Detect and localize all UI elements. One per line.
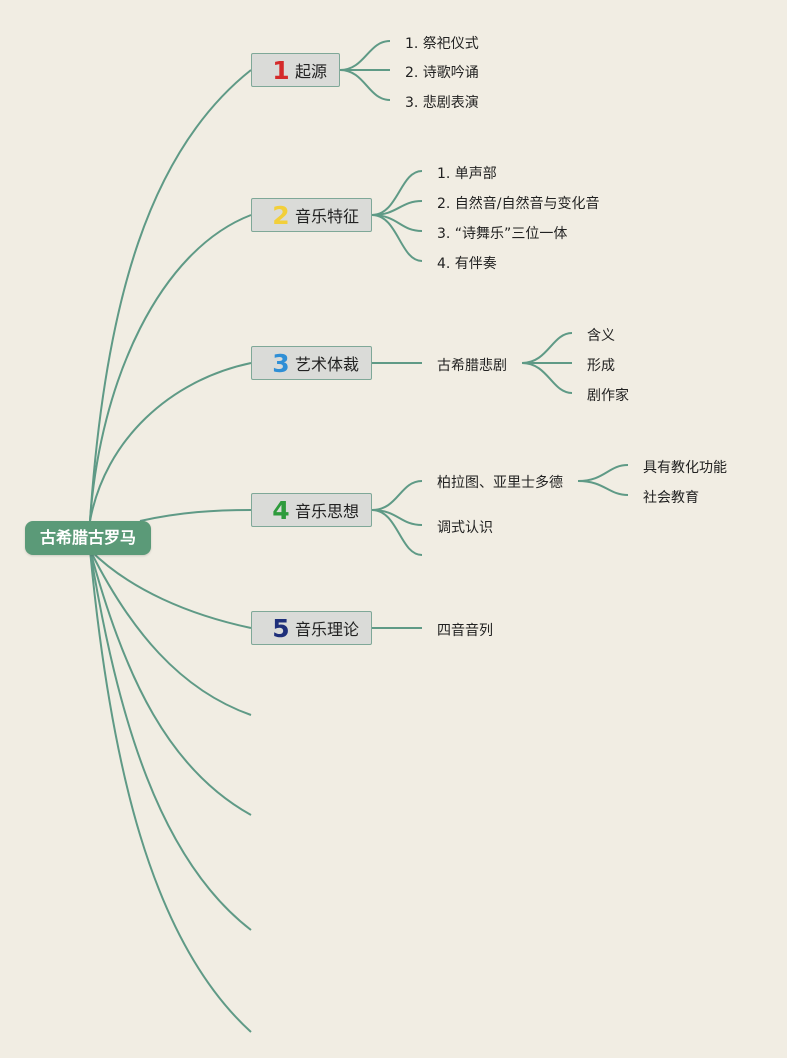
- number-5-badge: 5: [272, 613, 290, 643]
- link-b1-c1: [339, 40, 391, 71]
- link-root-branch-3: [89, 362, 252, 522]
- link-root-branch-5: [89, 549, 252, 629]
- branch-2-child-4[interactable]: 4. 有伴奏: [437, 256, 497, 272]
- branch-4-child-1[interactable]: 柏拉图、亚里士多德: [437, 475, 563, 491]
- link-root-empty-1: [89, 549, 252, 716]
- branch-4-grandchild-2[interactable]: 社会教育: [643, 490, 699, 506]
- link-b2-c4: [371, 214, 423, 262]
- link-root-branch-4: [139, 509, 252, 522]
- branch-1-child-3[interactable]: 3. 悲剧表演: [405, 95, 479, 111]
- branch-2-child-1[interactable]: 1. 单声部: [437, 166, 497, 182]
- branch-3-child-1[interactable]: 古希腊悲剧: [437, 358, 507, 374]
- link-b3-gc1: [521, 332, 573, 364]
- link-b4-c1: [371, 480, 423, 511]
- number-2-badge: 2: [272, 200, 290, 230]
- branch-4-grandchild-1[interactable]: 具有教化功能: [643, 460, 727, 476]
- branch-2-child-3[interactable]: 3. “诗舞乐”三位一体: [437, 226, 568, 242]
- branch-3-grandchild-2[interactable]: 形成: [587, 358, 615, 374]
- branch-2-child-2[interactable]: 2. 自然音/自然音与变化音: [437, 196, 600, 212]
- branch-5-child-1[interactable]: 四音音列: [437, 623, 493, 639]
- link-root-empty-3: [89, 549, 252, 931]
- root-node[interactable]: 古希腊古罗马: [25, 521, 151, 555]
- branch-1-node[interactable]: 1 起源: [251, 53, 340, 87]
- link-b3-gc3: [521, 362, 573, 394]
- branch-2-node[interactable]: 2 音乐特征: [251, 198, 372, 232]
- link-b1-c3: [339, 69, 391, 101]
- branch-3-grandchild-1[interactable]: 含义: [587, 328, 615, 344]
- number-3-badge: 3: [272, 348, 290, 378]
- link-root-empty-4: [89, 549, 252, 1033]
- branch-1-child-1[interactable]: 1. 祭祀仪式: [405, 36, 479, 52]
- branch-1-child-2[interactable]: 2. 诗歌吟诵: [405, 65, 479, 81]
- branch-3-grandchild-3[interactable]: 剧作家: [587, 388, 629, 404]
- branch-4-node[interactable]: 4 音乐思想: [251, 493, 372, 527]
- link-root-branch-2: [89, 214, 252, 522]
- branch-1-label: 起源: [295, 62, 328, 81]
- link-b4-gc2: [577, 480, 629, 496]
- link-b4-c3: [371, 509, 423, 556]
- branch-5-node[interactable]: 5 音乐理论: [251, 611, 372, 645]
- link-root-branch-1: [89, 69, 252, 522]
- branch-3-node[interactable]: 3 艺术体裁: [251, 346, 372, 380]
- number-4-badge: 4: [272, 495, 290, 525]
- branch-2-label: 音乐特征: [295, 207, 360, 226]
- branch-4-child-2[interactable]: 调式认识: [437, 520, 493, 536]
- branch-5-label: 音乐理论: [295, 620, 360, 639]
- link-root-empty-2: [89, 549, 252, 816]
- branch-3-label: 艺术体裁: [295, 355, 360, 374]
- link-b4-gc1: [577, 464, 629, 482]
- branch-4-label: 音乐思想: [295, 502, 360, 521]
- number-1-badge: 1: [272, 55, 290, 85]
